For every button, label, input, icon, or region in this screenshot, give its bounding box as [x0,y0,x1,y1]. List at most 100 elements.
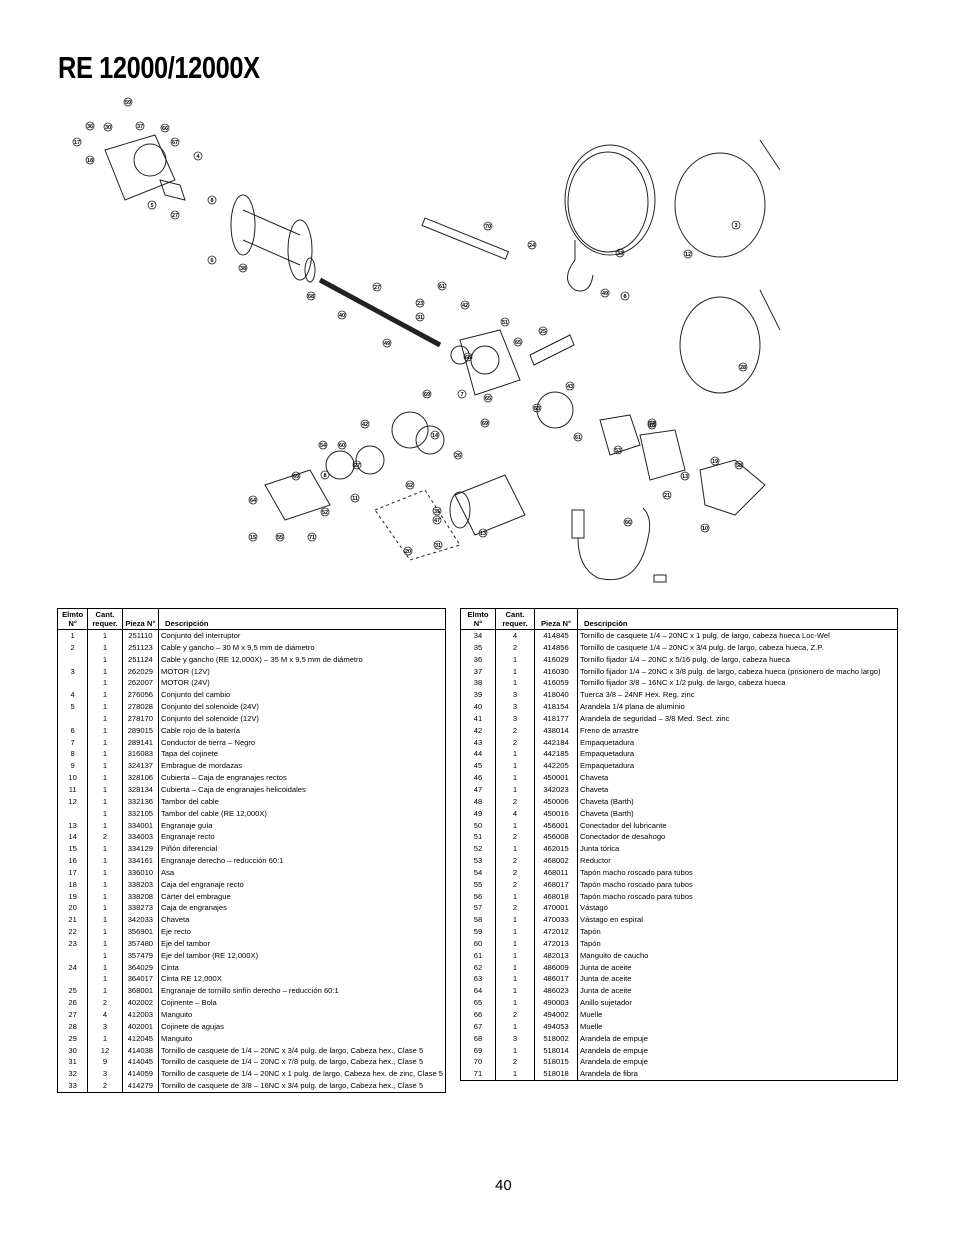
cell-pieza: 364029 [122,961,160,974]
cell-elmto: 69 [460,1044,496,1057]
cell-elmto: 59 [460,926,496,938]
callout-label: 37 [137,124,143,130]
cell-descripcion: Eje recto [161,927,191,937]
cell-pieza: 468018 [534,890,578,903]
cell-descripcion: Cárter del embrague [161,891,231,901]
cell-cant: 1 [87,653,123,666]
cell-elmto: 6 [57,724,89,737]
callout-label: 61 [575,435,581,441]
cell-descripcion: Arandela de empuje [580,1045,648,1055]
callout-label: 35 [434,509,440,515]
cell-elmto: 29 [57,1032,89,1045]
cell-elmto [57,677,89,690]
cell-cant: 12 [87,1044,123,1057]
page-title: RE 12000/12000X [58,50,260,85]
cell-pieza: 332136 [122,795,160,808]
cell-descripcion: Empaquetadura [580,761,635,771]
cell-elmto: 46 [460,772,496,784]
cell-cant: 1 [87,736,123,749]
spur-gears [325,391,574,480]
cell-pieza: 412003 [122,1009,160,1021]
gear-covers [264,414,766,521]
cell-elmto: 28 [57,1020,89,1033]
cell-descripcion: Arandela de seguridad – 3/8 Med. Sect. z… [580,713,730,723]
cell-pieza: 334001 [122,819,160,832]
cell-elmto: 51 [460,831,496,844]
cell-elmto: 61 [460,949,496,962]
cell-pieza: 482013 [534,949,578,962]
cell-elmto: 35 [460,641,496,654]
cell-descripcion: Junta de aceite [580,962,632,972]
cell-elmto: 31 [57,1056,89,1069]
cell-pieza: 456008 [534,831,578,844]
cell-pieza: 494053 [534,1020,578,1033]
cell-elmto: 55 [460,878,496,891]
cell-cant: 1 [495,843,535,856]
cell-cant: 1 [87,689,123,702]
cell-pieza: 450006 [534,795,578,808]
callout-label: 28 [740,365,746,371]
callout-label: 6 [210,258,213,264]
callout-label: 62 [407,483,413,489]
cell-elmto: 3 [57,665,89,678]
cell-descripcion: Tornillo fijador 3/8 – 16NC x 1/2 pulg. … [580,678,786,688]
callout-label: 65 [515,340,521,346]
cell-elmto: 56 [460,890,496,903]
callout-label: 5 [150,203,153,209]
cell-elmto [57,712,89,725]
cell-elmto: 71 [460,1068,496,1081]
cell-cant: 3 [87,1020,123,1033]
callout-label: 66 [162,126,168,132]
cell-cant: 1 [87,701,123,713]
cell-descripcion: Cable y gancho – 30 M x 9,5 mm de diámet… [161,642,315,652]
cell-descripcion: Junta de aceite [580,974,632,984]
callout-label: 23 [417,301,423,307]
cell-cant: 1 [495,961,535,974]
cell-descripcion: Conjunto del cambio [161,690,231,700]
cell-cant: 1 [87,783,123,796]
cell-descripcion: Muelle [580,1021,603,1031]
cell-cant: 1 [87,961,123,974]
cell-elmto: 50 [460,819,496,832]
cell-descripcion: Tornillo de casquete de 1/4 – 20NC x 1 p… [161,1069,443,1079]
col-header-cant: Cant.requer. [87,608,123,630]
callout-label: 3 [734,223,737,229]
callout-label: 49 [384,341,390,347]
cell-cant: 2 [87,831,123,844]
cell-elmto: 57 [460,902,496,915]
callout-label: 61 [439,284,445,290]
gear-housing [450,329,521,396]
callout-label: 11 [352,496,358,502]
clutch-housing [104,134,186,201]
cell-elmto: 5 [57,701,89,713]
cell-cant: 1 [87,866,123,879]
cell-descripcion: Tapón macho roscado para tubos [580,867,693,877]
cell-cant: 1 [495,1044,535,1057]
cell-elmto: 32 [57,1068,89,1081]
cell-pieza: 338203 [122,878,160,891]
cell-descripcion: Tapón [580,938,601,948]
cell-pieza: 418154 [534,701,578,713]
cell-pieza: 462015 [534,843,578,856]
cell-descripcion: Reductor [580,856,611,866]
cell-cant: 1 [495,653,535,666]
cell-pieza: 356901 [122,926,160,938]
winch-motor [449,474,526,536]
cell-descripcion: Engranaje recto [161,832,215,842]
cell-descripcion: Engranaje de tornillo sinfín derecho – r… [161,986,339,996]
